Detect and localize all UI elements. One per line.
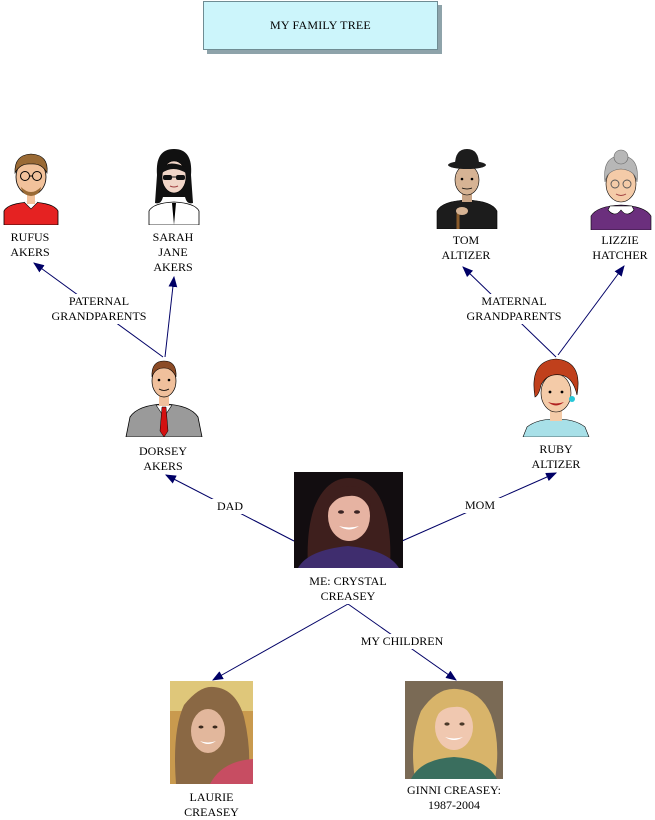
person-name-rufus: RUFUS AKERS [4,230,56,260]
edge-label-paternal-grandparents: PATERNAL GRANDPARENTS [46,294,152,324]
woman-sunglasses-avatar-icon [143,145,205,225]
edge-label-maternal-grandparents: MATERNAL GRANDPARENTS [460,294,568,324]
businessman-avatar-icon [124,355,204,437]
connector-dorsey-to-sarah [164,275,178,358]
person-name-ginni: GINNI CREASEY: 1987-2004 [400,783,508,813]
edge-label-my-children: MY CHILDREN [356,634,448,649]
edge-label-mom: MOM [458,498,502,513]
person-name-sarah: SARAH JANE AKERS [140,230,206,275]
person-name-tom: TOM ALTIZER [433,233,499,263]
redhead-woman-avatar-icon [521,355,591,437]
old-man-hat-avatar-icon [434,147,501,229]
connector-ruby-to-lizzie [557,265,625,356]
page-title: MY FAMILY TREE [203,1,438,50]
photo-laurie [170,681,253,784]
connector-me-to-laurie [212,603,349,681]
photo-ginni [405,681,503,779]
person-name-me: ME: CRYSTAL CREASEY [296,574,400,604]
person-name-laurie: LAURIE CREASEY [170,790,253,820]
person-name-ruby: RUBY ALTIZER [523,442,589,472]
grandmother-avatar-icon [588,148,655,230]
man-glasses-avatar-icon [0,145,62,225]
person-name-dorsey: DORSEY AKERS [130,444,196,474]
edge-label-dad: DAD [211,499,249,514]
photo-crystal [294,472,403,568]
person-name-lizzie: LIZZIE HATCHER [584,233,655,263]
